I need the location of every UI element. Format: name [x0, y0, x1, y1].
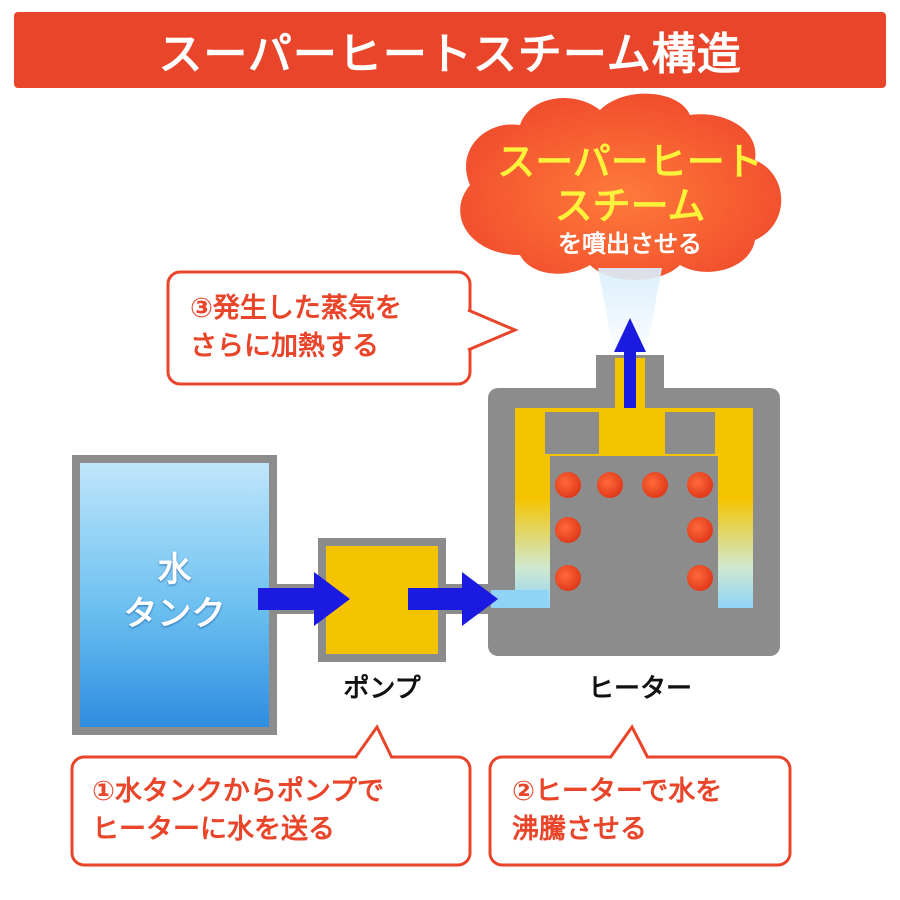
callout-1-line-1: ①水タンクからポンプで — [92, 776, 385, 807]
callout-3-bubble — [166, 270, 519, 386]
cloud-line-1: スーパーヒート — [497, 140, 763, 184]
callout-1-text: ①水タンクからポンプで ヒーターに水を送る — [92, 773, 462, 849]
callout-1-line-2: ヒーターに水を送る — [92, 814, 335, 845]
callout-2-bubble — [488, 724, 792, 867]
page-title: スーパーヒートスチーム構造 — [158, 29, 742, 80]
pump-label: ポンプ — [343, 674, 421, 704]
steam-cloud — [460, 93, 782, 281]
title-bar — [14, 12, 886, 88]
steam-outlet-arrow — [614, 318, 646, 408]
water-tank — [72, 455, 277, 735]
callout-3-line-2: さらに加熱する — [190, 331, 379, 362]
tank-label: 水 タンク — [80, 548, 269, 636]
cloud-line-3: を噴出させる — [558, 230, 702, 258]
tank-label-line-1: 水 — [157, 550, 192, 590]
cloud-line-2: スチーム — [554, 184, 706, 228]
callout-3-text: ③発生した蒸気を さらに加熱する — [190, 290, 460, 366]
flow-arrow-tank-to-pump — [258, 572, 350, 626]
heating-coils — [555, 472, 713, 591]
callout-2-text: ②ヒーターで水を 沸騰させる — [512, 773, 782, 849]
cloud-label: スーパーヒート スチーム を噴出させる — [470, 140, 790, 260]
flow-arrow-pump-to-heater — [408, 572, 498, 626]
callout-2-line-2: 沸騰させる — [512, 814, 647, 845]
steam-beam — [598, 268, 662, 360]
callout-3-line-1: ③発生した蒸気を — [190, 293, 402, 324]
callout-1-bubble — [70, 724, 472, 867]
callout-2-line-1: ②ヒーターで水を — [512, 776, 723, 807]
heater-label: ヒーター — [587, 674, 692, 704]
tank-label-line-2: タンク — [123, 594, 226, 634]
